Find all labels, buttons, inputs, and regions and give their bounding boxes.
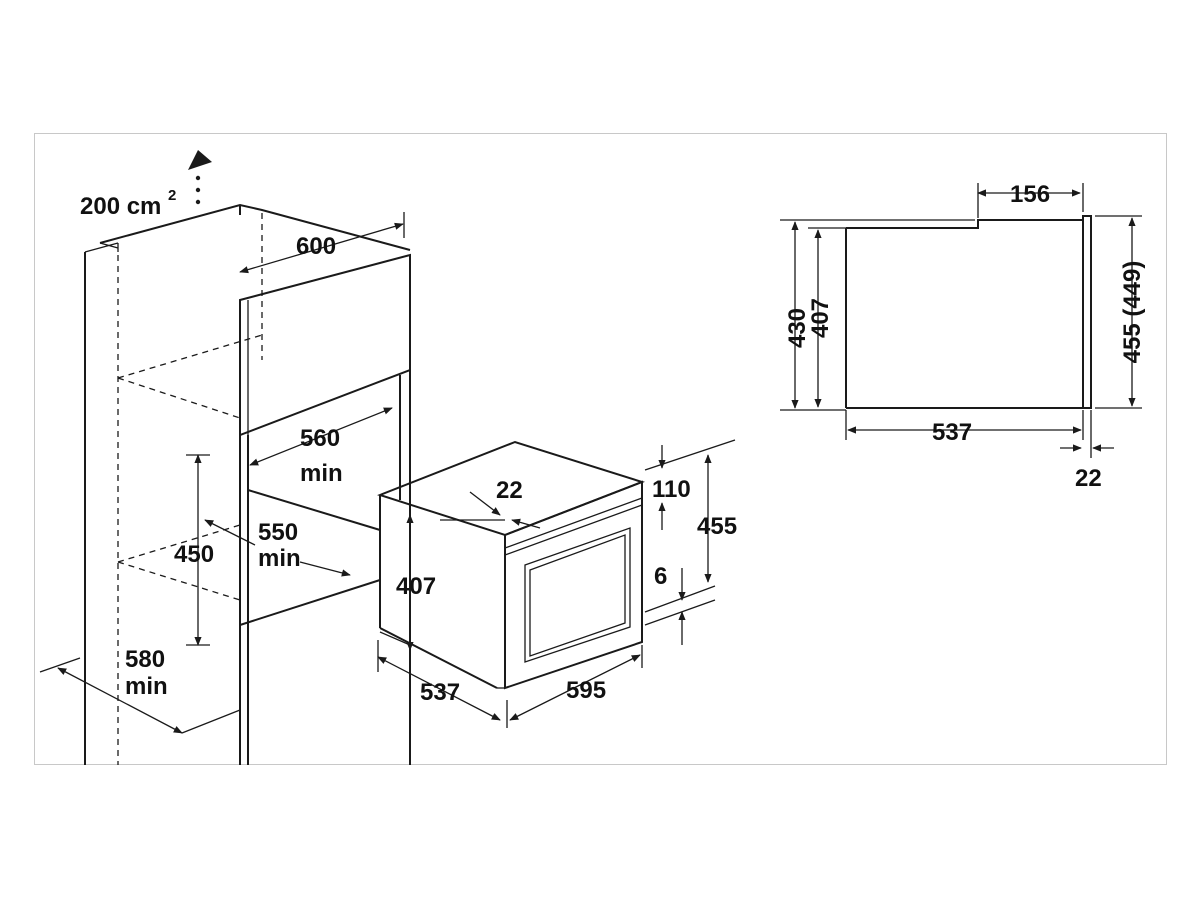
side-depth-label: 537	[932, 419, 972, 446]
niche-width-min-label: min	[300, 460, 343, 487]
side-inner-height-label: 407	[807, 298, 834, 338]
side-front-height-label: 455 (449)	[1119, 261, 1146, 364]
niche-depth-min-label: min	[258, 545, 301, 572]
cabinet-width-label: 600	[296, 233, 336, 260]
side-view	[845, 215, 1092, 409]
cabinet-dimension-lines	[39, 212, 405, 734]
oven-dimension-lines	[377, 439, 736, 728]
cabinet-depth-label: 580	[125, 646, 165, 673]
side-outer-height-label: 430	[784, 308, 811, 348]
side-top-step-label: 156	[1010, 181, 1050, 208]
vent-area-superscript: 2	[168, 187, 176, 204]
niche-height-label: 450	[174, 541, 214, 568]
drawing-frame	[34, 133, 1167, 765]
oven-body-height-label: 407	[396, 573, 436, 600]
oven-total-height-label: 455	[697, 513, 737, 540]
oven-top-gap-label: 110	[652, 476, 691, 503]
side-view-dimension-lines	[780, 183, 1142, 458]
cabinet-depth-min-label: min	[125, 673, 168, 700]
vent-arrow	[188, 150, 212, 205]
niche-width-label: 560	[300, 425, 340, 452]
oven-front-offset-label: 22	[496, 477, 523, 504]
oven-depth-label: 537	[420, 679, 460, 706]
niche-depth-label: 550	[258, 519, 298, 546]
side-front-thickness-label: 22	[1075, 465, 1102, 492]
oven-bottom-gap-label: 6	[654, 563, 667, 590]
vent-area-label: 200 cm	[80, 193, 161, 220]
oven-width-label: 595	[566, 677, 606, 704]
